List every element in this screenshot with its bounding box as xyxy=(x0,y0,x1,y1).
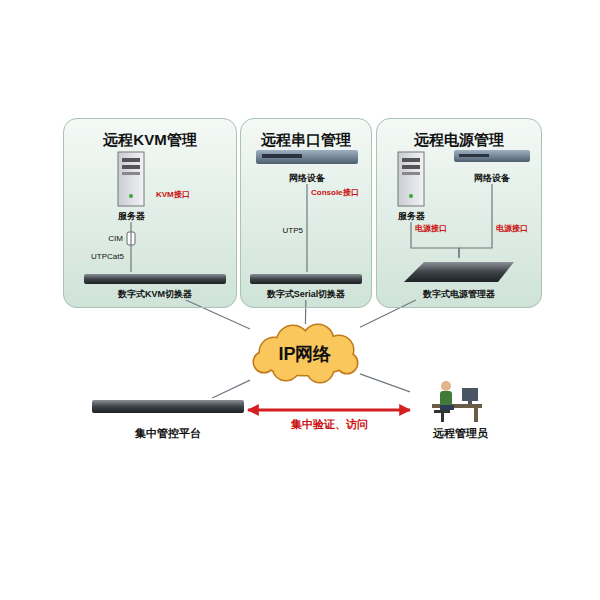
cable-label: UTP5 xyxy=(283,226,303,236)
chair xyxy=(434,410,450,413)
panel-title: 远程KVM管理 xyxy=(103,131,196,150)
network-link xyxy=(305,300,307,324)
node-label: 网络设备 xyxy=(289,172,325,184)
network-cloud: IP网络 xyxy=(250,324,360,384)
node-label: 集中管控平台 xyxy=(135,426,201,440)
panel-fill xyxy=(240,118,372,308)
port-label: 电源接口 xyxy=(415,224,447,234)
device-node: 数字式KVM切换器 xyxy=(80,272,230,300)
port-label: Console接口 xyxy=(311,188,359,198)
network-device-icon xyxy=(454,150,530,162)
group-panel: 远程电源管理服务器 网络设备数字式电源管理器 xyxy=(376,118,542,308)
monitor-stand xyxy=(468,401,472,404)
panel-fill xyxy=(376,118,542,308)
server-bay xyxy=(122,172,140,175)
server-bay xyxy=(122,165,140,169)
network-device-icon xyxy=(256,150,358,164)
panel-title: 远程串口管理 xyxy=(261,131,351,150)
cable-label: CIM xyxy=(108,234,123,244)
node-label: 数字式电源管理器 xyxy=(423,288,495,300)
legs xyxy=(440,405,454,410)
network-link xyxy=(459,184,492,258)
chair-leg xyxy=(441,413,444,422)
network-link xyxy=(130,222,131,272)
network-link xyxy=(306,184,307,272)
panel-fill xyxy=(63,118,237,308)
body xyxy=(440,391,452,406)
server-icon xyxy=(118,152,144,206)
desk xyxy=(432,404,482,408)
access-arrow xyxy=(248,409,410,412)
device-node: 服务器 xyxy=(108,150,154,222)
network-device-ports xyxy=(459,154,489,157)
administrator-icon xyxy=(432,381,482,422)
platform-icon xyxy=(92,400,244,413)
network-link xyxy=(360,300,416,327)
network-link xyxy=(360,374,410,392)
node-label: 数字式Serial切换器 xyxy=(267,288,346,300)
cable-label: UTPCat5 xyxy=(91,252,124,262)
device-node: 服务器 xyxy=(388,150,434,222)
node-label: IP网络 xyxy=(278,342,331,366)
server-led xyxy=(129,194,133,198)
endpoint-node: 集中管控平台 xyxy=(88,398,248,440)
server-bay xyxy=(402,158,420,162)
node-label: 远程管理员 xyxy=(433,426,488,440)
node-label: 数字式KVM切换器 xyxy=(118,288,192,300)
device-node: 网络设备 xyxy=(252,148,362,184)
port-label: 电源接口 xyxy=(496,224,528,234)
desk-leg xyxy=(474,408,478,422)
kvm-switch-icon xyxy=(84,274,226,284)
node-label: 网络设备 xyxy=(474,172,510,184)
port-label: KVM接口 xyxy=(156,190,190,200)
server-bay xyxy=(402,172,420,175)
device-node: 网络设备 xyxy=(450,148,534,184)
head xyxy=(441,381,451,391)
monitor xyxy=(462,388,478,401)
network-link xyxy=(186,300,250,329)
server-bay xyxy=(402,165,420,169)
cloud-fill xyxy=(254,325,357,382)
serial-switch-icon xyxy=(250,274,362,284)
device-node: 数字式Serial切换器 xyxy=(246,272,366,300)
network-device-ports xyxy=(262,154,302,158)
server-led xyxy=(409,194,413,198)
network-link xyxy=(411,222,459,258)
group-panel: 远程串口管理网络设备数字式Serial切换器 xyxy=(240,118,372,308)
group-panel: 远程KVM管理服务器数字式KVM切换器 xyxy=(63,118,237,308)
server-bay xyxy=(122,158,140,162)
network-link xyxy=(212,380,250,398)
node-label: 服务器 xyxy=(118,210,145,222)
cloud-outline xyxy=(254,325,357,382)
node-label: 服务器 xyxy=(398,210,425,222)
power-manager-icon xyxy=(404,262,514,282)
device-node: 数字式电源管理器 xyxy=(384,258,534,300)
server-icon xyxy=(398,152,424,206)
edge-label: 集中验证、访问 xyxy=(289,417,370,432)
panel-title: 远程电源管理 xyxy=(414,131,504,150)
endpoint-node: 远程管理员 xyxy=(410,380,510,440)
